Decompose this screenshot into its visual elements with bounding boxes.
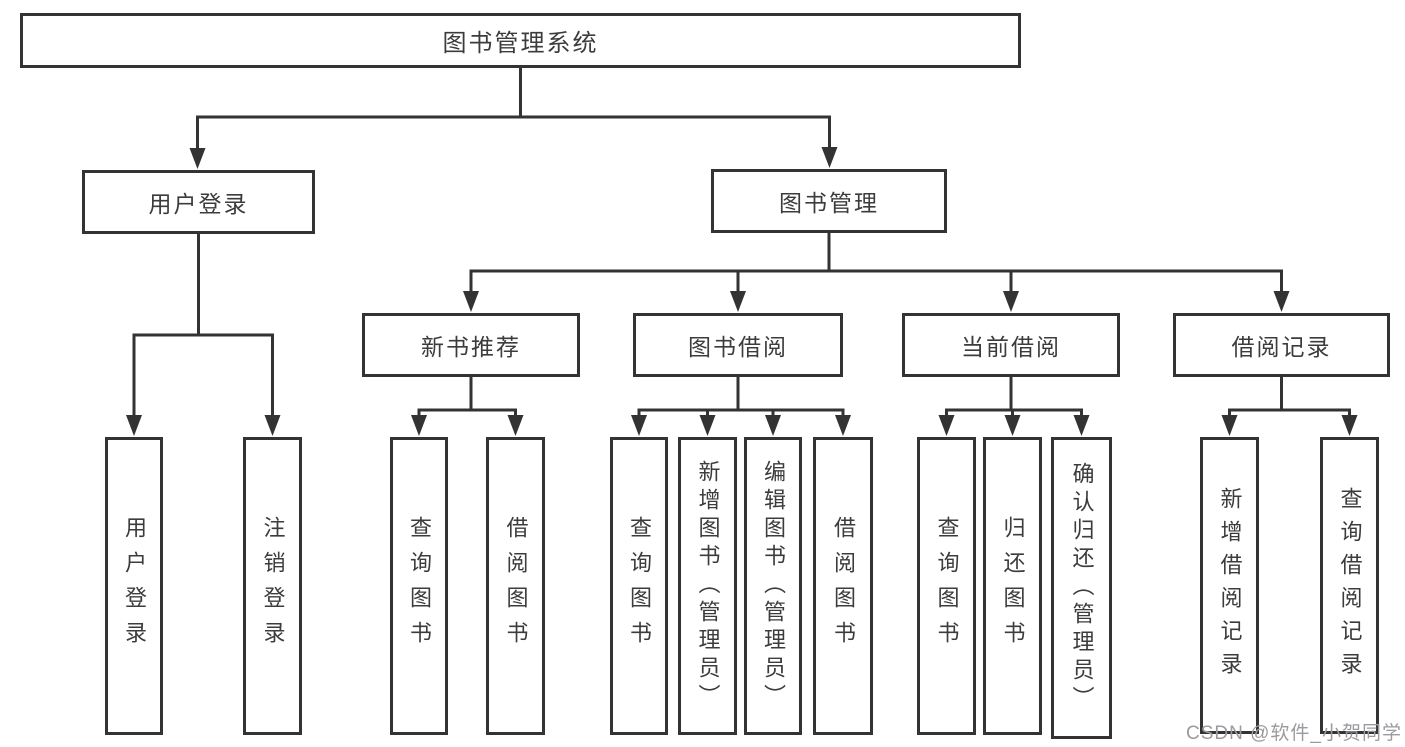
- node-root-label: 图书管理系统: [442, 30, 599, 57]
- leaf-query-book-1-label: 查询图书: [407, 516, 432, 656]
- leaf-return-book: 归还图书: [983, 437, 1042, 735]
- leaf-query-borrow-record: 查询借阅记录: [1320, 437, 1379, 734]
- node-new-book-recommend-label: 新书推荐: [421, 334, 521, 360]
- leaf-logout: 注销登录: [243, 437, 302, 735]
- leaf-borrow-book-1: 借阅图书: [486, 437, 545, 735]
- node-root: 图书管理系统: [20, 13, 1021, 68]
- node-borrow-record-label: 借阅记录: [1231, 334, 1332, 360]
- connector-user-login-to-leaves: [132, 231, 274, 419]
- leaf-user-login: 用户登录: [105, 437, 163, 735]
- arrowhead-icon: [264, 415, 281, 436]
- arrowhead-icon: [835, 415, 851, 436]
- leaf-query-book-3: 查询图书: [917, 437, 976, 735]
- connector-new-book-to-leaves: [417, 375, 517, 420]
- node-book-borrow: 图书借阅: [633, 313, 843, 377]
- arrowhead-icon: [730, 291, 746, 312]
- leaf-add-borrow-record-label: 新增借阅记录: [1217, 486, 1243, 685]
- leaf-borrow-book-2-label: 借阅图书: [831, 516, 856, 656]
- arrowhead-icon: [1004, 415, 1021, 436]
- leaf-borrow-book-1-label: 借阅图书: [503, 516, 529, 656]
- arrowhead-icon: [1341, 415, 1358, 436]
- connector-book-borrow-to-leaves: [637, 375, 845, 420]
- connector-book-mgmt-to-level3: [469, 230, 1283, 295]
- node-book-management-label: 图书管理: [779, 190, 879, 216]
- leaf-edit-book-admin: 编辑图书（管理员）: [744, 437, 802, 735]
- node-user-login-label: 用户登录: [148, 191, 249, 217]
- connector-borrow-record-to-leaves: [1228, 375, 1351, 420]
- arrowhead-icon: [631, 415, 647, 436]
- leaf-confirm-return-admin: 确认归还（管理员）: [1051, 437, 1112, 739]
- node-user-login: 用户登录: [82, 170, 315, 234]
- leaf-confirm-return-admin-label: 确认归还（管理员）: [1069, 462, 1095, 714]
- leaf-user-login-label: 用户登录: [122, 516, 147, 656]
- leaf-add-book-admin: 新增图书（管理员）: [678, 437, 737, 735]
- connector-current-borrow-to-leaves: [945, 375, 1083, 420]
- arrowhead-icon: [1273, 291, 1290, 312]
- leaf-add-book-admin-label: 新增图书（管理员）: [695, 460, 721, 712]
- arrowhead-icon: [765, 415, 781, 436]
- node-book-borrow-label: 图书借阅: [688, 334, 788, 360]
- arrowhead-icon: [126, 415, 142, 436]
- leaf-query-book-2: 查询图书: [610, 437, 668, 735]
- csdn-watermark: CSDN @软件_小贺同学: [1186, 723, 1402, 744]
- connector-root-to-level2: [196, 66, 831, 152]
- arrowhead-icon: [507, 415, 524, 436]
- node-current-borrow-label: 当前借阅: [961, 334, 1061, 360]
- node-current-borrow: 当前借阅: [902, 313, 1120, 377]
- node-borrow-record: 借阅记录: [1173, 313, 1390, 377]
- leaf-query-book-1: 查询图书: [390, 437, 448, 735]
- arrowhead-icon: [699, 415, 716, 436]
- arrowhead-icon: [1221, 415, 1238, 436]
- leaf-logout-label: 注销登录: [260, 516, 286, 656]
- leaf-borrow-book-2: 借阅图书: [813, 437, 873, 735]
- arrowhead-icon: [1003, 291, 1019, 312]
- leaf-edit-book-admin-label: 编辑图书（管理员）: [761, 460, 786, 712]
- arrowhead-icon: [411, 415, 427, 436]
- leaf-query-book-2-label: 查询图书: [627, 516, 652, 656]
- leaf-return-book-label: 归还图书: [1000, 516, 1026, 656]
- node-book-management: 图书管理: [711, 169, 947, 233]
- arrowhead-icon: [463, 291, 479, 312]
- arrowhead-icon: [938, 415, 955, 436]
- leaf-add-borrow-record: 新增借阅记录: [1200, 437, 1259, 734]
- arrowhead-icon: [189, 148, 206, 169]
- arrowhead-icon: [821, 147, 838, 168]
- leaf-query-borrow-record-label: 查询借阅记录: [1337, 486, 1363, 685]
- arrowhead-icon: [1073, 415, 1090, 436]
- leaf-query-book-3-label: 查询图书: [934, 516, 960, 656]
- node-new-book-recommend: 新书推荐: [362, 313, 580, 377]
